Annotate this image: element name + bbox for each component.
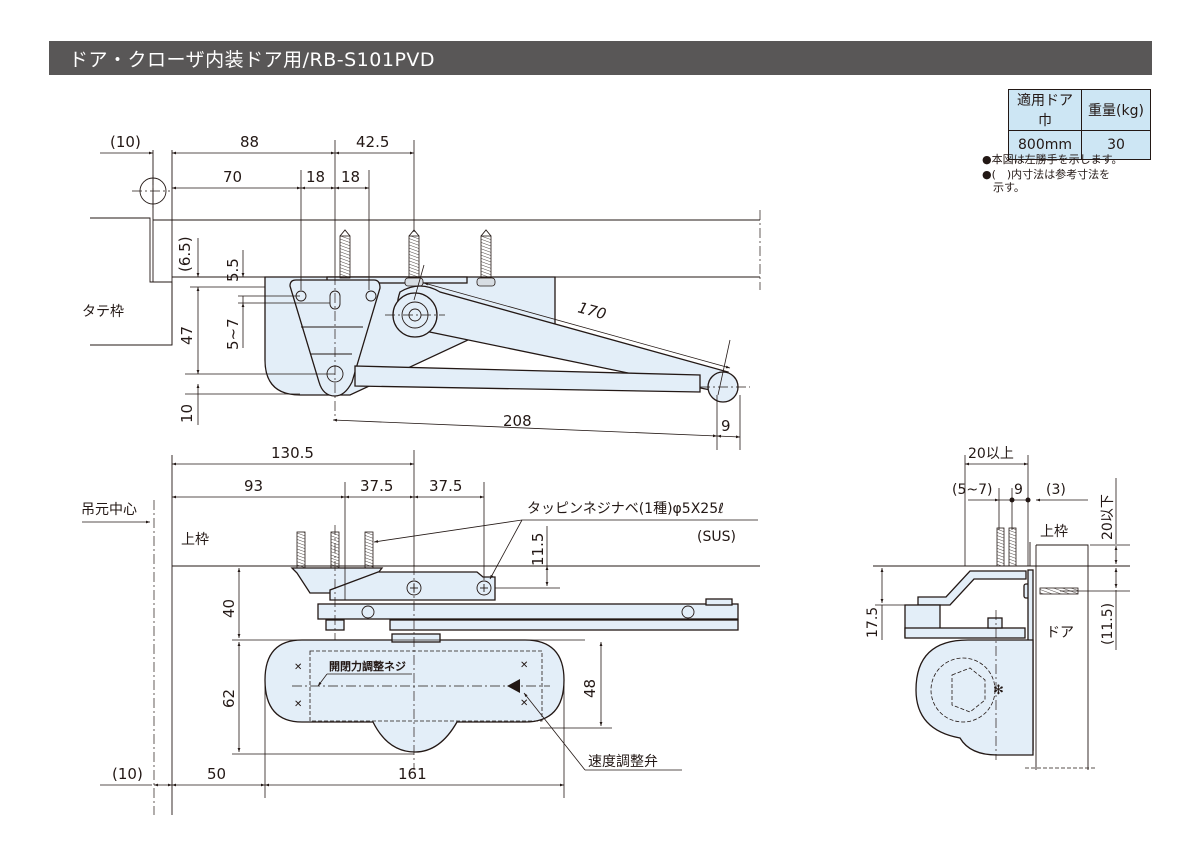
svg-text:✕: ✕	[520, 698, 528, 709]
label-vertical-frame: タテ枠	[82, 304, 124, 320]
dim-front-37-5b: 37.5	[429, 477, 462, 495]
svg-text:✕: ✕	[294, 662, 302, 673]
page-title: ドア・クローザ内装ドア用/RB-S101PVD	[69, 49, 436, 71]
dim-front-37-5a: 37.5	[360, 477, 393, 495]
dim-top-10: (10)	[110, 133, 141, 151]
dim-front-161: 161	[398, 765, 427, 783]
label-force-screw: 開閉力調整ネジ	[329, 659, 406, 673]
dim-side-11-5: (11.5)	[1100, 603, 1116, 645]
front-view-dimensions: 130.5 93 37.5 37.5 11.5 40 62 48 (10)	[100, 444, 612, 798]
dim-front-40: 40	[220, 599, 238, 618]
front-mount-plate	[329, 571, 496, 601]
bracket-holes	[295, 290, 377, 383]
dim-front-62: 62	[220, 689, 238, 708]
top-view-dimensions: (10) 88 42.5 70 18 18 (6.5) 5.5 47 5~7 1…	[100, 133, 741, 450]
note-reference-dims: ●( )内寸法は参考寸法を	[982, 168, 1111, 181]
side-bracket	[917, 570, 1027, 606]
label-top-frame: 上枠	[181, 532, 209, 548]
cell-weight: 30	[1081, 130, 1151, 160]
front-main-arm	[317, 603, 739, 620]
label-side-top-frame: 上枠	[1040, 524, 1068, 540]
dim-top-9: 9	[721, 417, 731, 435]
label-side-door: ドア	[1046, 625, 1074, 641]
hinge-pivot-mark	[132, 175, 170, 208]
header-weight: 重量(kg)	[1081, 89, 1151, 131]
spec-table-header: 適用ドア巾 重量(kg)	[1008, 89, 1151, 131]
svg-text:✕: ✕	[520, 660, 528, 671]
dim-top-70: 70	[223, 168, 242, 186]
dim-top-18a: 18	[306, 168, 325, 186]
dim-top-10v: 10	[178, 404, 196, 423]
title-bar: ドア・クローザ内装ドア用/RB-S101PVD	[49, 41, 1152, 75]
dim-top-208: 208	[503, 412, 532, 430]
dim-side-9: 9	[1014, 482, 1023, 498]
note-left-hand: ●本図は左勝手を示します。	[982, 153, 1123, 166]
dim-front-48: 48	[581, 679, 599, 698]
dim-top-42-5: 42.5	[356, 133, 389, 151]
spec-table: 適用ドア巾 重量(kg) 800mm 30	[1008, 89, 1151, 160]
dim-front-11-5: 11.5	[529, 533, 547, 566]
closer-body-side	[915, 639, 1034, 756]
svg-text:✻: ✻	[993, 683, 1004, 698]
label-hinge-center: 吊元中心	[81, 502, 137, 518]
dim-top-88: 88	[240, 133, 259, 151]
label-speed-valve: 速度調整弁	[588, 754, 658, 770]
dim-front-50: 50	[207, 765, 226, 783]
dim-top-5-7: 5~7	[224, 318, 242, 350]
dim-top-47: 47	[178, 326, 196, 345]
dim-side-20max: 20以下	[1100, 494, 1116, 540]
body-hidden-screws: ✕ ✕ ✕ ✕	[294, 660, 528, 710]
top-view: (10) 88 42.5 70 18 18 (6.5) 5.5 47 5~7 1…	[82, 133, 761, 450]
dim-front-93: 93	[244, 477, 263, 495]
label-screw-material: (SUS)	[697, 529, 736, 545]
dim-top-6-5: (6.5)	[176, 236, 194, 272]
dim-side-5-7: (5~7)	[952, 482, 992, 498]
speed-valve-marker	[507, 679, 520, 693]
dim-front-130-5: 130.5	[271, 444, 314, 462]
spec-table-row: 800mm 30	[1008, 130, 1151, 160]
header-door-width: 適用ドア巾	[1008, 89, 1082, 131]
dim-side-20min: 20以上	[968, 446, 1014, 462]
label-screw-spec: タッピンネジナベ(1種)φ5X25ℓ	[527, 501, 724, 517]
dim-front-10: (10)	[112, 765, 143, 783]
cell-door-width: 800mm	[1008, 130, 1082, 160]
link-arm	[354, 365, 701, 393]
front-link-arm	[389, 619, 739, 631]
dim-top-170: 170	[576, 298, 608, 323]
dim-top-18b: 18	[341, 168, 360, 186]
side-view: ✻ 上枠 ドア 20以上 (5~7) 9 (3) 20以下 (11.5	[865, 446, 1130, 770]
front-view: 吊元中心 上枠	[81, 444, 760, 815]
svg-text:✕: ✕	[294, 699, 302, 710]
dim-side-3: (3)	[1046, 482, 1066, 498]
side-view-dimensions: 20以上 (5~7) 9 (3) 20以下 (11.5) 17.5	[865, 446, 1130, 650]
body-inner-outline	[309, 650, 543, 722]
note-reference-dims-cont: 示す。	[982, 181, 1025, 194]
dim-top-5-5: 5.5	[224, 258, 242, 282]
dim-side-17-5: 17.5	[865, 607, 881, 638]
